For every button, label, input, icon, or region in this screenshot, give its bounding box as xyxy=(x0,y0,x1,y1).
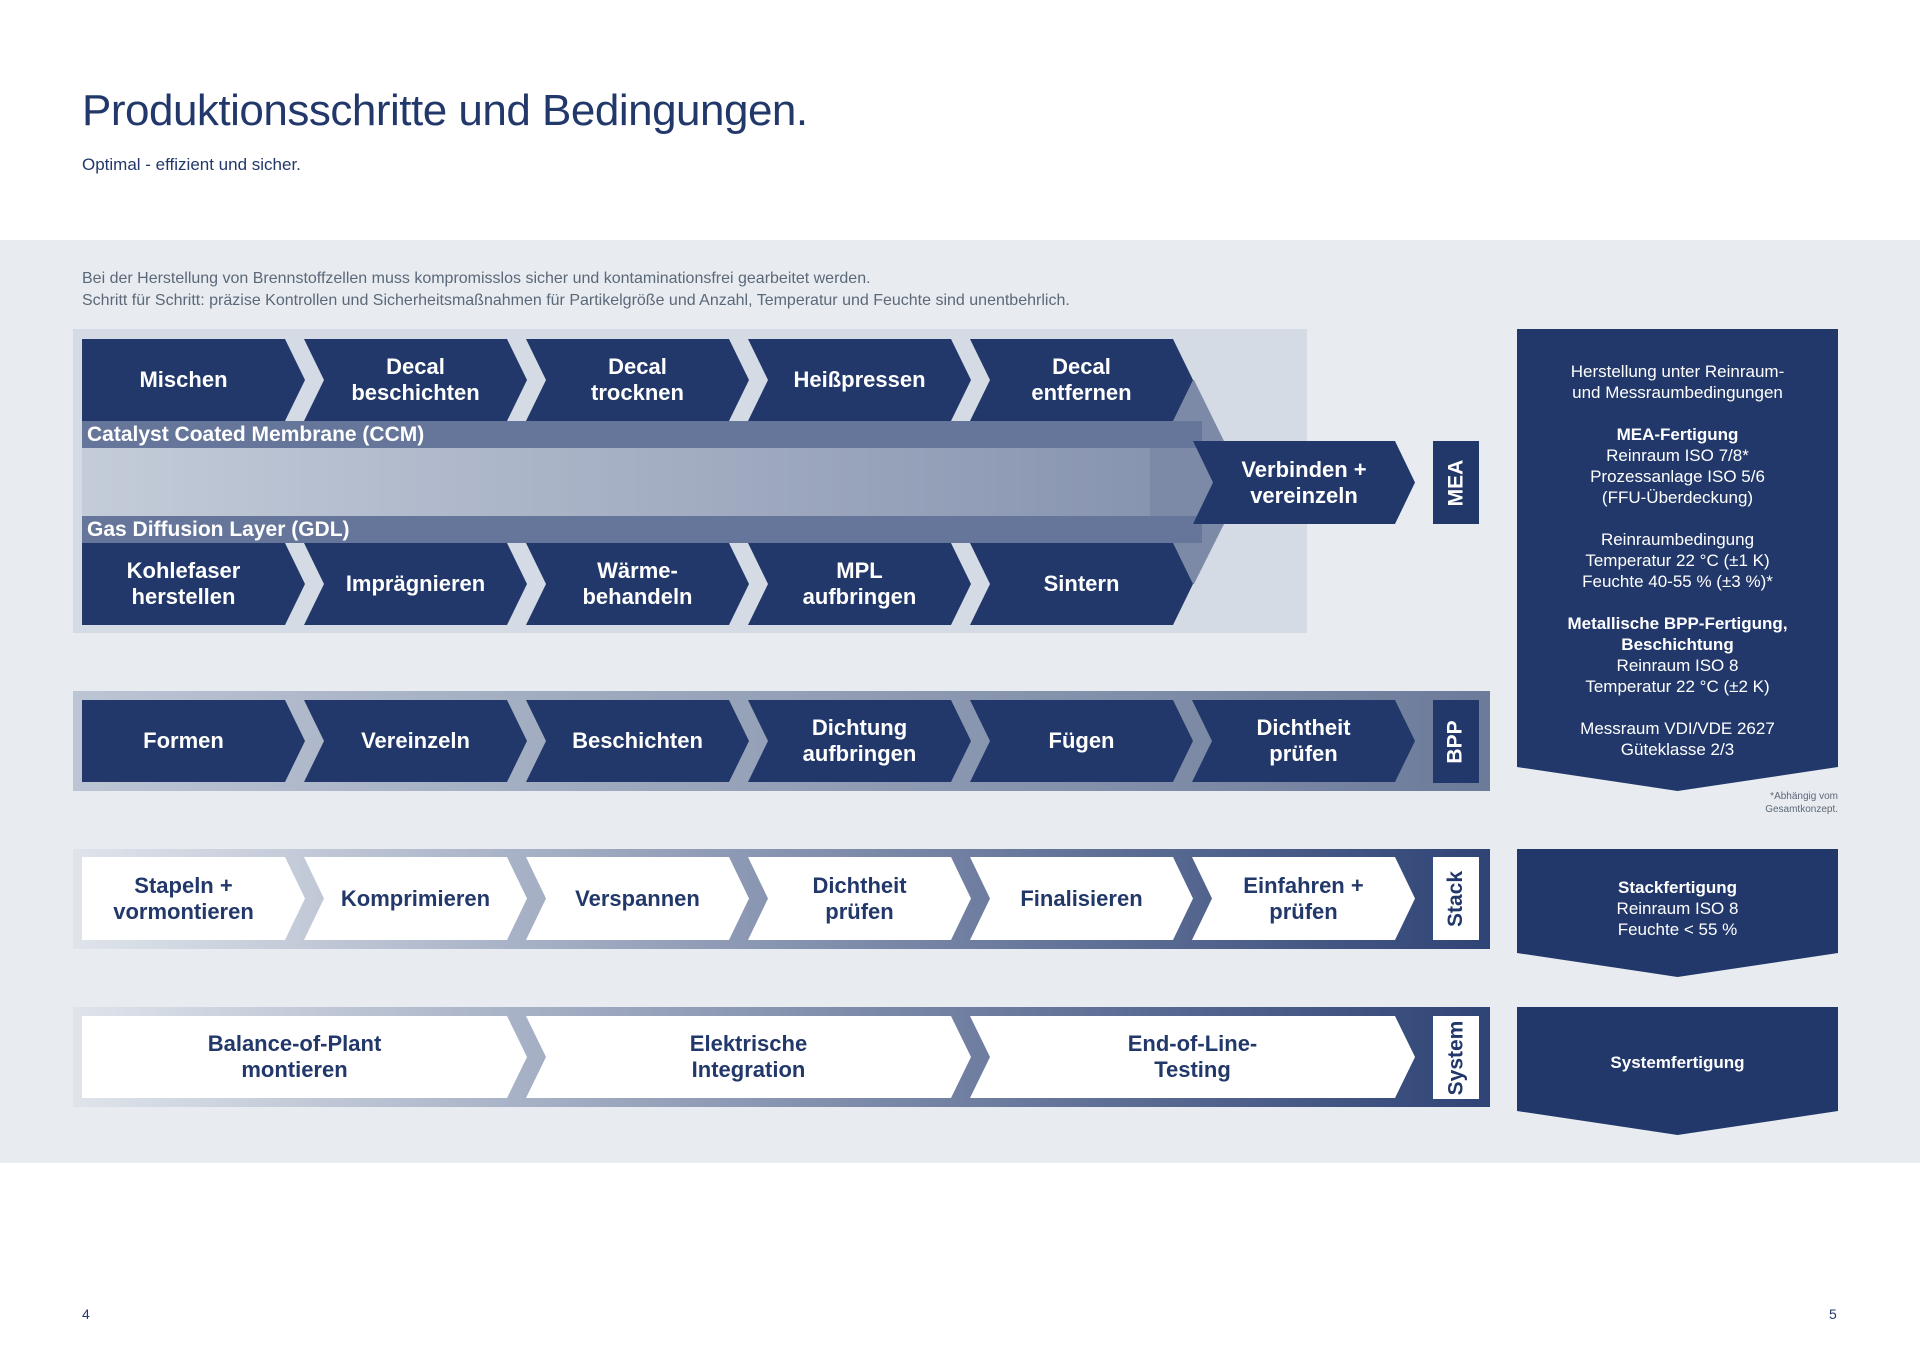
page-subtitle: Optimal - effizient und sicher. xyxy=(82,155,301,174)
bpp-step: Dichtheit prüfen xyxy=(1192,700,1415,782)
bpp-step: Fügen xyxy=(970,700,1193,782)
ccm-step: Heißpressen xyxy=(748,339,971,421)
page-title: Produktionsschritte und Bedingungen. xyxy=(82,86,808,135)
stack-step: Finalisieren xyxy=(970,857,1193,940)
stack-step: Komprimieren xyxy=(304,857,527,940)
mea-conditions-text: Reinraum ISO 7/8* Prozessanlage ISO 5/6 … xyxy=(1590,446,1765,507)
stack-conditions-text: Reinraum ISO 8 Feuchte < 55 % xyxy=(1616,899,1739,939)
stack-step: Stapeln + vormontieren xyxy=(82,857,305,940)
gdl-step: Imprägnieren xyxy=(304,543,527,625)
bpp-conditions-title: Metallische BPP-Fertigung, Beschichtung xyxy=(1567,614,1788,654)
page-number-left: 4 xyxy=(82,1306,90,1322)
stack-step: Einfahren + prüfen xyxy=(1192,857,1415,940)
conditions-panel-system: Systemfertigung xyxy=(1517,1007,1838,1135)
ccm-step: Decal beschichten xyxy=(304,339,527,421)
conditions-panel-stack: Stackfertigung Reinraum ISO 8 Feuchte < … xyxy=(1517,849,1838,977)
footnote: *Abhängig vom Gesamtkonzept. xyxy=(1765,791,1838,815)
cleanroom-conditions: Reinraumbedingung Temperatur 22 °C (±1 K… xyxy=(1582,530,1773,591)
bpp-label: BPP xyxy=(1433,700,1479,783)
measuring-room-conditions: Messraum VDI/VDE 2627 Güteklasse 2/3 xyxy=(1580,719,1775,759)
intro-text-line1: Bei der Herstellung von Brennstoffzellen… xyxy=(82,270,871,287)
mea-flow-band xyxy=(82,448,1202,516)
page-number-right: 5 xyxy=(1829,1306,1837,1322)
system-step: Elektrische Integration xyxy=(526,1016,971,1098)
gdl-step: Sintern xyxy=(970,543,1193,625)
system-label: System xyxy=(1433,1016,1479,1099)
ccm-step: Mischen xyxy=(82,339,305,421)
ccm-label: Catalyst Coated Membrane (CCM) xyxy=(82,421,1202,448)
mea-join-step: Verbinden + vereinzeln xyxy=(1193,441,1415,524)
gdl-step: MPL aufbringen xyxy=(748,543,971,625)
bpp-conditions-text: Reinraum ISO 8 Temperatur 22 °C (±2 K) xyxy=(1585,656,1770,696)
gdl-step: Wärme- behandeln xyxy=(526,543,749,625)
stack-step: Verspannen xyxy=(526,857,749,940)
bpp-step: Dichtung aufbringen xyxy=(748,700,971,782)
stack-step: Dichtheit prüfen xyxy=(748,857,971,940)
stack-label: Stack xyxy=(1433,857,1479,940)
bpp-step: Beschichten xyxy=(526,700,749,782)
mea-label: MEA xyxy=(1433,441,1479,524)
intro-text-line2: Schritt für Schritt: präzise Kontrollen … xyxy=(82,292,1070,309)
ccm-step: Decal entfernen xyxy=(970,339,1193,421)
bpp-step: Formen xyxy=(82,700,305,782)
mea-conditions-title: MEA-Fertigung xyxy=(1616,425,1739,444)
system-step: End-of-Line- Testing xyxy=(970,1016,1415,1098)
gdl-step: Kohlefaser herstellen xyxy=(82,543,305,625)
conditions-panel-mea-bpp: Herstellung unter Reinraum- und Messraum… xyxy=(1517,329,1838,791)
gdl-label: Gas Diffusion Layer (GDL) xyxy=(82,516,1202,543)
stack-conditions-title: Stackfertigung xyxy=(1617,878,1738,897)
bpp-step: Vereinzeln xyxy=(304,700,527,782)
conditions-intro: Herstellung unter Reinraum- und Messraum… xyxy=(1570,362,1785,402)
ccm-step: Decal trocknen xyxy=(526,339,749,421)
system-step: Balance-of-Plant montieren xyxy=(82,1016,527,1098)
system-conditions-title: Systemfertigung xyxy=(1610,1053,1745,1072)
